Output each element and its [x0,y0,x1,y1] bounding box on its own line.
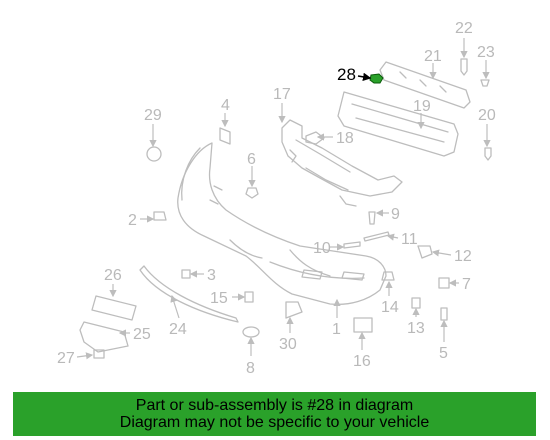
callout-16: 16 [353,353,371,370]
callout-15: 15 [210,290,228,307]
callout-12: 12 [454,248,472,265]
license-bracket [91,295,137,321]
callout-28: 28 [337,65,356,84]
upper-bracket [379,61,471,109]
callout-17: 17 [273,86,291,103]
callout-30: 30 [279,336,297,353]
callout-9: 9 [391,206,400,223]
callout-8: 8 [246,360,255,377]
callout-2: 2 [128,212,137,229]
callout-7: 7 [462,276,471,293]
callout-18: 18 [336,130,354,147]
guide-bracket [79,321,129,353]
callout-5: 5 [439,345,448,362]
callout-29: 29 [144,107,162,124]
bumper-cover [177,142,387,306]
info-banner: Part or sub-assembly is #28 in diagram D… [13,392,536,436]
callout-21: 21 [424,48,442,65]
callout-labels: 22 23 21 28 19 20 29 4 17 18 6 9 2 10 11… [57,20,496,377]
lower-strip [139,265,239,323]
callout-11: 11 [401,231,418,248]
callout-19: 19 [413,98,431,115]
callout-24: 24 [169,321,187,338]
callout-26: 26 [104,267,122,284]
callout-25: 25 [133,326,151,343]
banner-line-1: Part or sub-assembly is #28 in diagram [135,397,414,414]
callout-20: 20 [478,107,496,124]
callout-23: 23 [477,44,495,61]
callout-10: 10 [313,240,331,257]
parts-diagram: 22 23 21 28 19 20 29 4 17 18 6 9 2 10 11… [57,20,496,377]
banner-line-2: Diagram may not be specific to your vehi… [119,414,430,431]
callout-3: 3 [207,267,216,284]
part-28-clip [369,73,384,84]
callout-4: 4 [221,97,230,114]
callout-22: 22 [455,20,473,37]
leader-lines [76,38,491,360]
callout-6: 6 [247,151,256,168]
callout-27: 27 [57,350,75,367]
reinforcement-bar [337,91,459,157]
callout-1: 1 [332,321,341,338]
energy-absorber [281,119,403,207]
small-parts [93,58,492,359]
callout-13: 13 [407,320,425,337]
callout-14: 14 [381,299,399,316]
